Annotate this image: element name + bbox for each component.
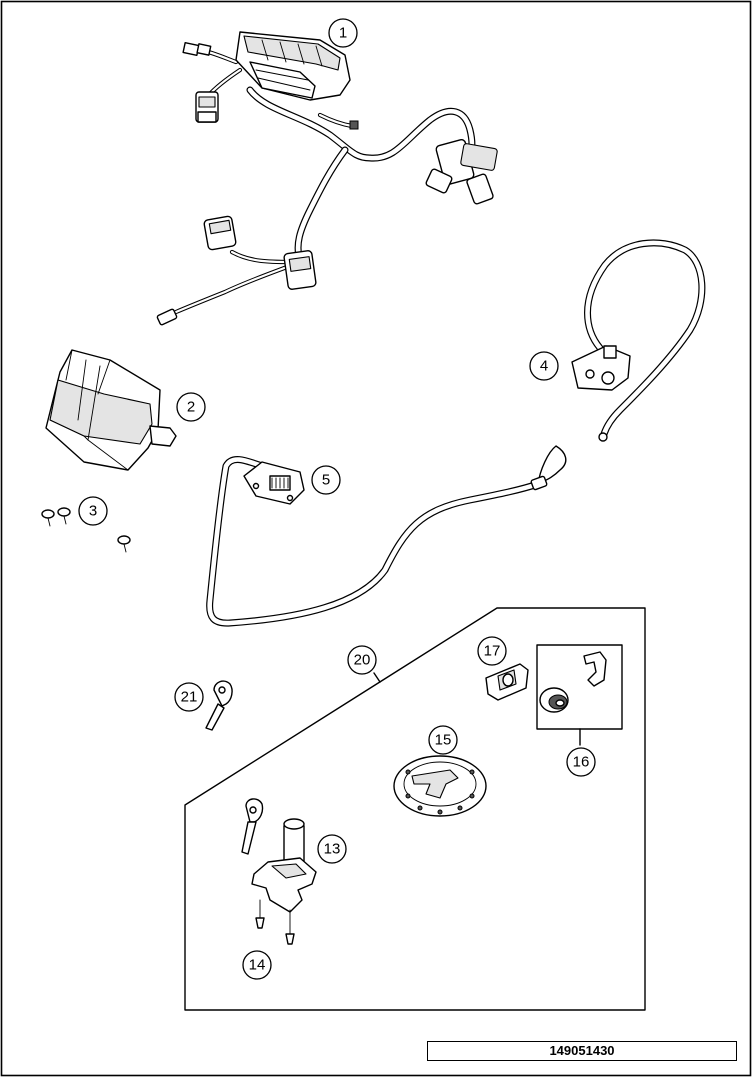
- callout-1: 1: [328, 18, 358, 48]
- callout-14: 14: [242, 950, 272, 980]
- callout-17: 17: [477, 636, 507, 666]
- svg-text:16: 16: [573, 754, 590, 771]
- part-2-headlight-mask: [45, 349, 177, 471]
- callout-20: 20: [347, 645, 377, 675]
- part-13-ignition-lock: [241, 798, 317, 913]
- part-20-lock-set-outline: [184, 607, 646, 1011]
- part-15-fuel-cap: [393, 755, 487, 817]
- part-21-key: [205, 680, 233, 731]
- callout-13: 13: [317, 834, 347, 864]
- part-3-screws: [41, 507, 131, 553]
- callout-16: 16: [566, 747, 596, 777]
- svg-text:4: 4: [540, 358, 548, 375]
- callout-4: 4: [529, 351, 559, 381]
- callout-20-leader: [373, 672, 381, 683]
- part-4-cable-bracket: [571, 239, 706, 442]
- svg-text:13: 13: [324, 841, 341, 858]
- svg-text:2: 2: [187, 399, 195, 416]
- part-5-cable-switch: [206, 445, 567, 627]
- diagram-id-label: 149051430: [427, 1041, 737, 1061]
- svg-text:14: 14: [249, 957, 266, 974]
- svg-text:20: 20: [354, 652, 371, 669]
- svg-text:3: 3: [89, 503, 97, 520]
- part-14-screws: [255, 899, 295, 945]
- callout-5: 5: [311, 465, 341, 495]
- svg-text:21: 21: [181, 689, 198, 706]
- callout-3: 3: [78, 496, 108, 526]
- svg-text:15: 15: [435, 732, 452, 749]
- svg-text:5: 5: [322, 472, 330, 489]
- callout-15: 15: [428, 725, 458, 755]
- callout-21: 21: [174, 682, 204, 712]
- callout-2: 2: [176, 392, 206, 422]
- svg-text:17: 17: [484, 643, 501, 660]
- part-16-lock-cylinder: [536, 644, 623, 746]
- svg-text:1: 1: [339, 25, 347, 42]
- part-1-dashboard-harness: [156, 31, 498, 326]
- part-17-plate: [485, 663, 529, 701]
